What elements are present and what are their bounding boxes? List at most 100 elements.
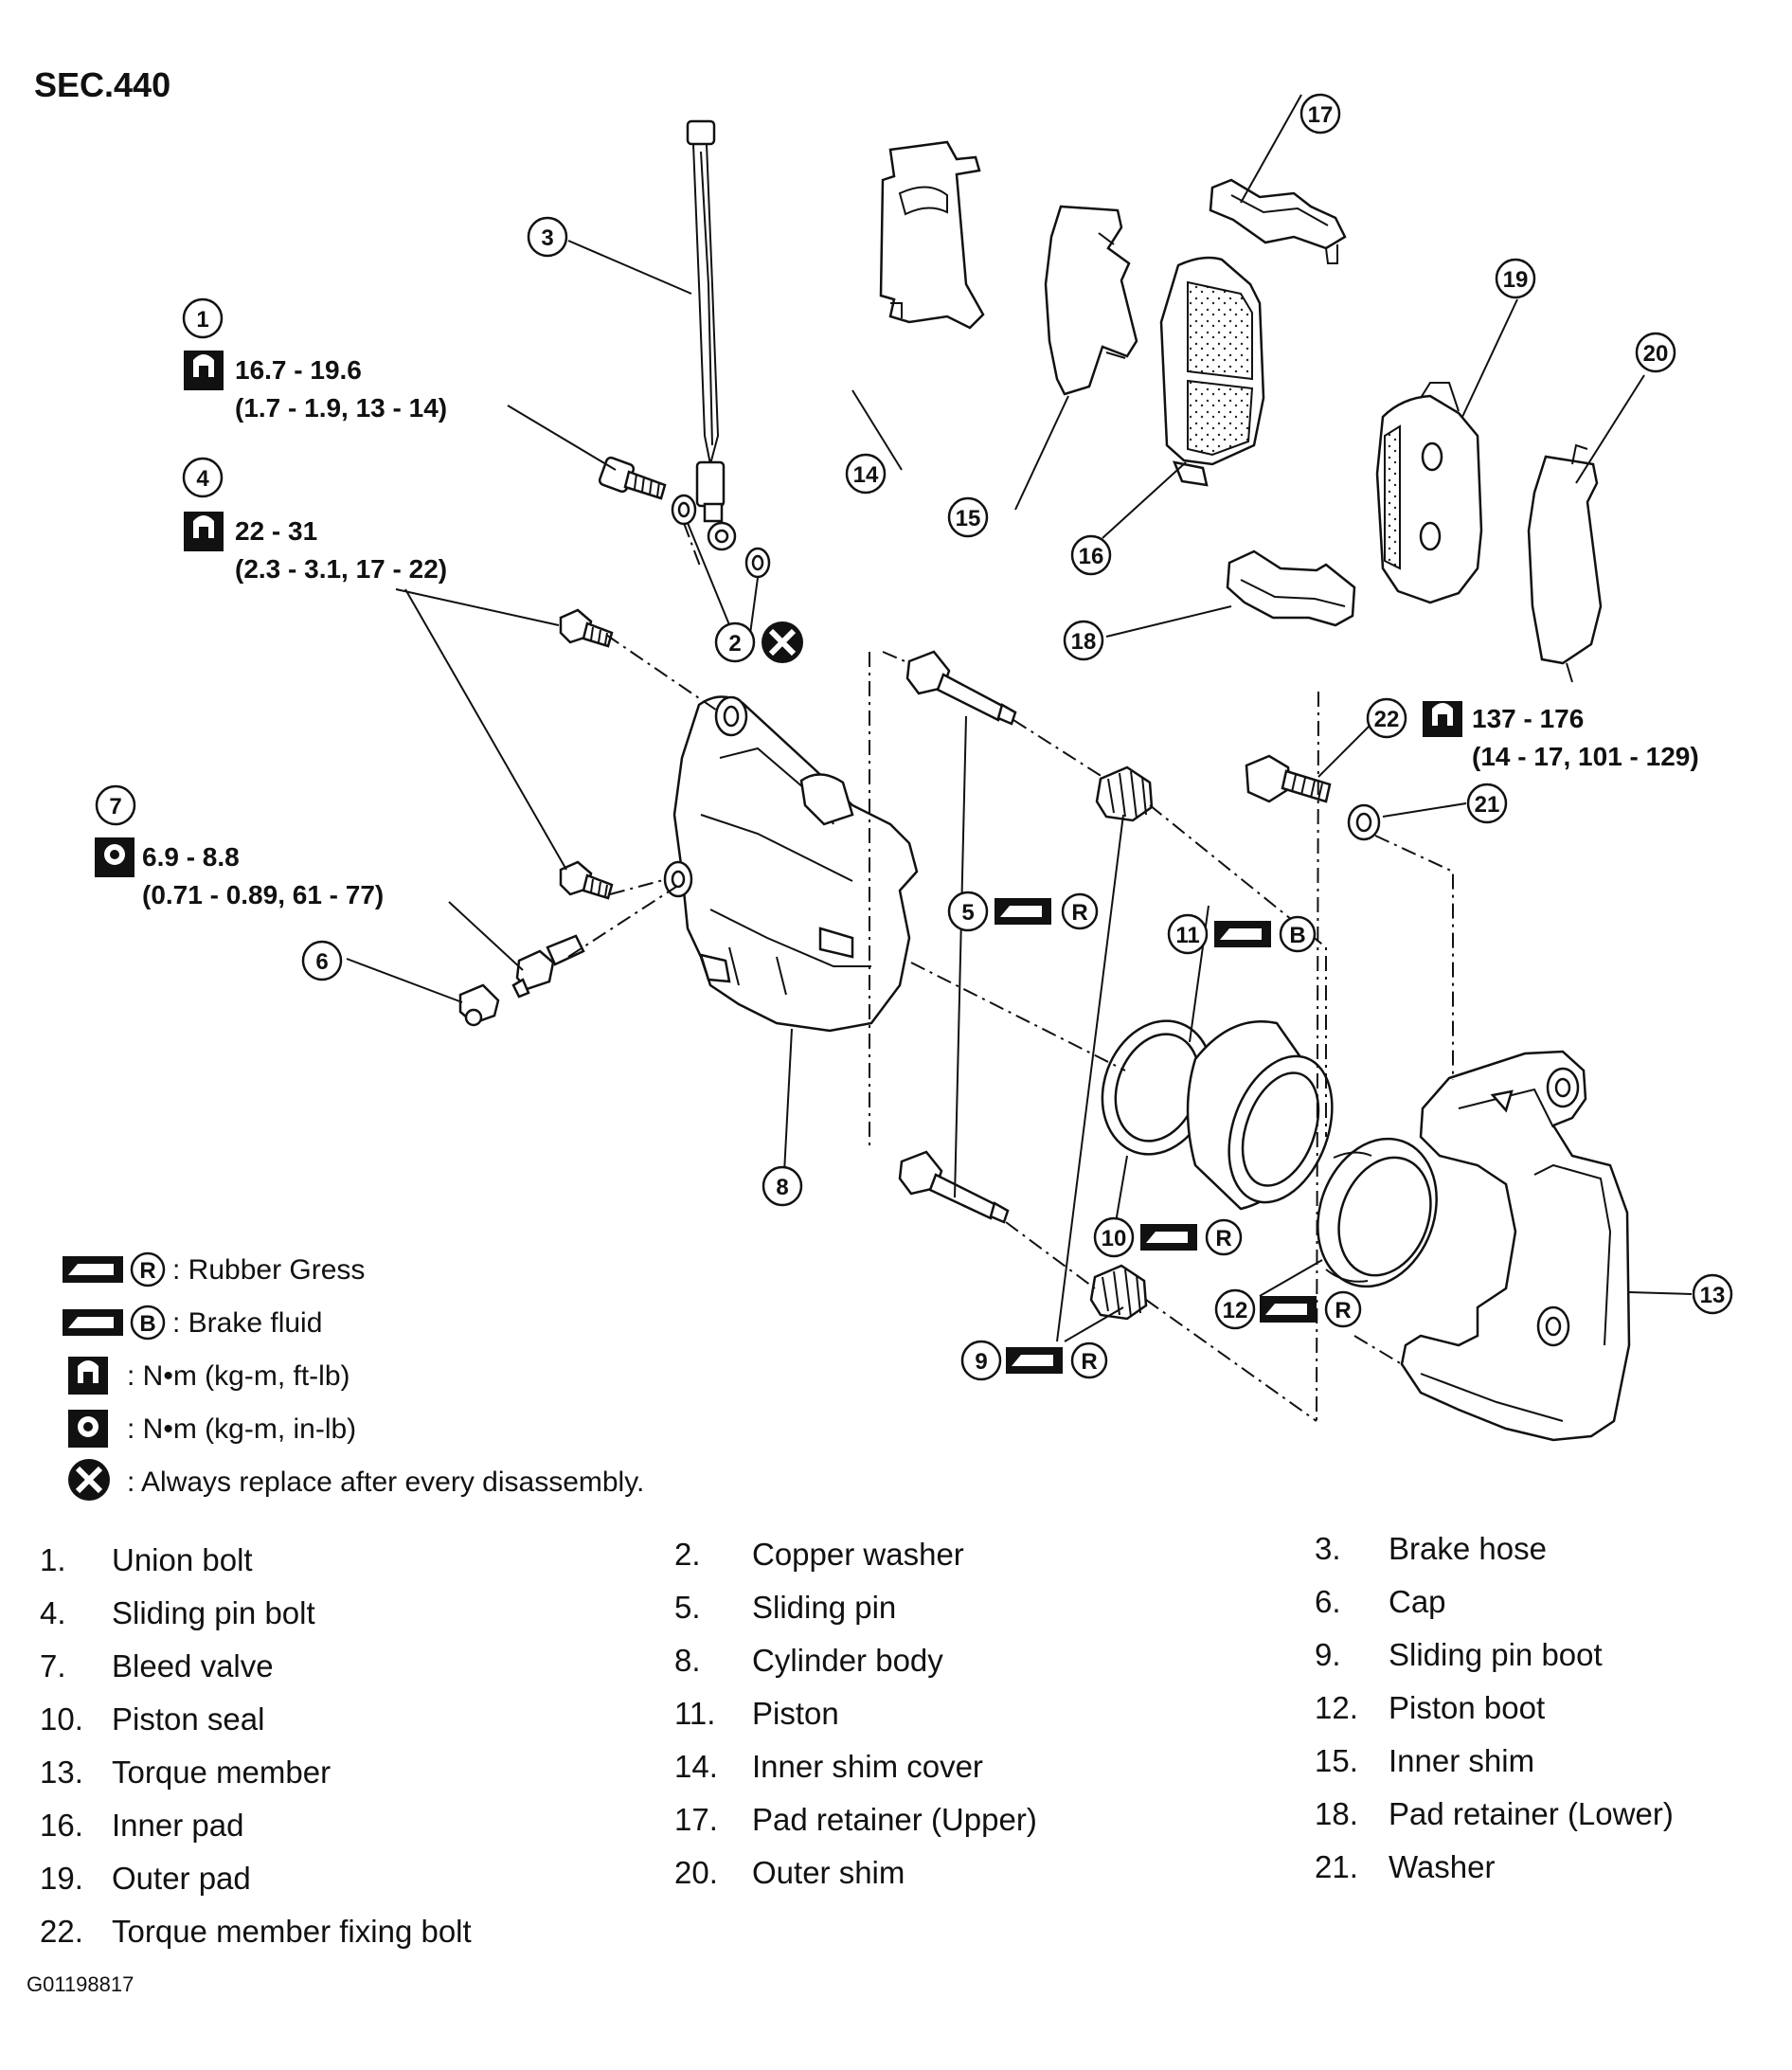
grease-gun-icon (1006, 1347, 1063, 1374)
list-item: 17.Pad retainer (Upper) (674, 1802, 1037, 1837)
list-item: 21. Washer (1315, 1849, 1495, 1884)
list-item: 7.Bleed valve (40, 1648, 274, 1683)
svg-text:21.: 21. (1315, 1849, 1358, 1884)
svg-text:2.: 2. (674, 1537, 701, 1572)
svg-text:Piston seal: Piston seal (112, 1701, 264, 1737)
sliding-pin-boot-lower (1089, 1264, 1148, 1321)
svg-text:: Rubber Gress: : Rubber Gress (172, 1254, 365, 1286)
svg-text:Brake hose: Brake hose (1389, 1531, 1547, 1566)
torque-spec-7: 6.9 - 8.8 (0.71 - 0.89, 61 - 77) (95, 837, 384, 909)
grease-gun-icon (1214, 921, 1271, 947)
callout-22: 22 (1366, 697, 1407, 739)
replace-x-icon (762, 621, 803, 663)
svg-text:10.: 10. (40, 1701, 83, 1737)
svg-text:22: 22 (1374, 707, 1400, 732)
torque-wrench-inlb-icon (95, 837, 134, 877)
svg-text:2: 2 (728, 631, 741, 657)
torque-spec-4: 22 - 31 (2.3 - 3.1, 17 - 22) (184, 512, 447, 584)
svg-text:Sliding pin: Sliding pin (752, 1590, 896, 1625)
list-item: 13.Torque member (40, 1755, 331, 1790)
callouts: 3 1 4 2 7 6 8 14 15 16 17 18 19 20 22 21… (95, 93, 1733, 1381)
callout-19: 19 (1495, 258, 1536, 299)
svg-text:15.: 15. (1315, 1743, 1358, 1778)
svg-text:Pad retainer (Upper): Pad retainer (Upper) (752, 1802, 1037, 1837)
callout-3: 3 (527, 216, 568, 258)
list-item: 6.Cap (1315, 1584, 1446, 1619)
callout-10: 10 (1093, 1216, 1135, 1258)
svg-text:8: 8 (776, 1175, 788, 1200)
svg-text:(1.7 - 1.9, 13 - 14): (1.7 - 1.9, 13 - 14) (235, 393, 447, 423)
svg-text:Torque member fixing bolt: Torque member fixing bolt (112, 1914, 472, 1949)
callout-9: 9 (960, 1340, 1002, 1381)
torque-member (1400, 1050, 1631, 1442)
svg-text:Cylinder body: Cylinder body (752, 1643, 943, 1678)
svg-text:R: R (139, 1258, 155, 1284)
svg-text:20: 20 (1643, 341, 1669, 367)
svg-text:B: B (139, 1311, 155, 1337)
sliding-pin-upper (905, 650, 1017, 726)
svg-text:R: R (1215, 1226, 1231, 1251)
list-item: 16.Inner pad (40, 1808, 243, 1843)
svg-text:Sliding pin boot: Sliding pin boot (1389, 1637, 1603, 1672)
torque-wrench-inlb-icon (68, 1410, 108, 1448)
svg-text:5.: 5. (674, 1590, 701, 1625)
svg-text:(2.3 - 3.1, 17 - 22): (2.3 - 3.1, 17 - 22) (235, 554, 447, 584)
callout-18: 18 (1063, 620, 1104, 661)
svg-text:7: 7 (109, 794, 121, 819)
sliding-pin-bolt-lower (559, 860, 614, 900)
svg-text:: N•m (kg-m, in-lb): : N•m (kg-m, in-lb) (127, 1413, 356, 1445)
figure-code: G01198817 (27, 1972, 134, 1996)
replace-x-icon (68, 1459, 110, 1501)
svg-text:16.7 - 19.6: 16.7 - 19.6 (235, 355, 362, 385)
svg-text:1.: 1. (40, 1542, 66, 1577)
inner-shim (1044, 205, 1138, 396)
callout-15: 15 (947, 496, 989, 538)
list-item: 15. Inner shim (1315, 1743, 1534, 1778)
assembly-dashed-lines (567, 522, 1454, 1422)
svg-text:Outer pad: Outer pad (112, 1861, 251, 1896)
svg-text:14.: 14. (674, 1749, 718, 1784)
svg-text:11.: 11. (674, 1696, 715, 1731)
legend-rubber-grease: R : Rubber Gress (63, 1251, 365, 1287)
grease-tag-11: B (1214, 915, 1317, 953)
legend-brake-fluid: B : Brake fluid (63, 1305, 322, 1341)
svg-text:9: 9 (975, 1349, 987, 1375)
grease-tag-9: R (1006, 1341, 1108, 1379)
symbol-legend: R : Rubber Gress B : Brake fluid : N•m (… (63, 1251, 644, 1501)
svg-text:13: 13 (1700, 1283, 1726, 1308)
sliding-pin-boot-upper (1095, 765, 1154, 822)
legend-torque-ftlb: : N•m (kg-m, ft-lb) (68, 1357, 350, 1395)
list-item: 19. Outer pad (40, 1861, 251, 1896)
union-bolt (598, 456, 667, 500)
svg-text:19.: 19. (40, 1861, 83, 1896)
section-title: SEC.440 (34, 65, 170, 104)
piston (1186, 1020, 1334, 1211)
svg-text:17: 17 (1308, 102, 1334, 128)
grease-gun-icon (995, 898, 1051, 925)
torque-wrench-icon (184, 351, 224, 390)
svg-text:R: R (1335, 1298, 1351, 1323)
callout-16: 16 (1070, 534, 1112, 576)
svg-text:Piston boot: Piston boot (1389, 1690, 1545, 1725)
svg-text:Bleed valve: Bleed valve (112, 1648, 274, 1683)
torque-wrench-icon (1423, 701, 1462, 737)
svg-text:22 - 31: 22 - 31 (235, 516, 317, 546)
svg-text:22.: 22. (40, 1914, 83, 1949)
sliding-pin-bolt-upper (559, 608, 614, 648)
list-item: 22. Torque member fixing bolt (40, 1914, 472, 1949)
list-item: 14.Inner shim cover (674, 1749, 983, 1784)
svg-text:13.: 13. (40, 1755, 83, 1790)
torque-spec-1: 16.7 - 19.6 (1.7 - 1.9, 13 - 14) (184, 351, 447, 423)
svg-text:19: 19 (1503, 267, 1529, 293)
svg-text:12.: 12. (1315, 1690, 1358, 1725)
svg-text:Inner shim: Inner shim (1389, 1743, 1534, 1778)
svg-text:5: 5 (961, 900, 974, 926)
parts-list: 1.Union bolt 2.Copper washer 3.Brake hos… (40, 1531, 1674, 1949)
callout-20: 20 (1635, 332, 1676, 373)
piston-boot (1317, 1137, 1438, 1288)
bleed-valve (511, 934, 585, 999)
list-item: 1.Union bolt (40, 1542, 253, 1577)
svg-text:Washer: Washer (1389, 1849, 1495, 1884)
piston-seal (1101, 1019, 1214, 1156)
